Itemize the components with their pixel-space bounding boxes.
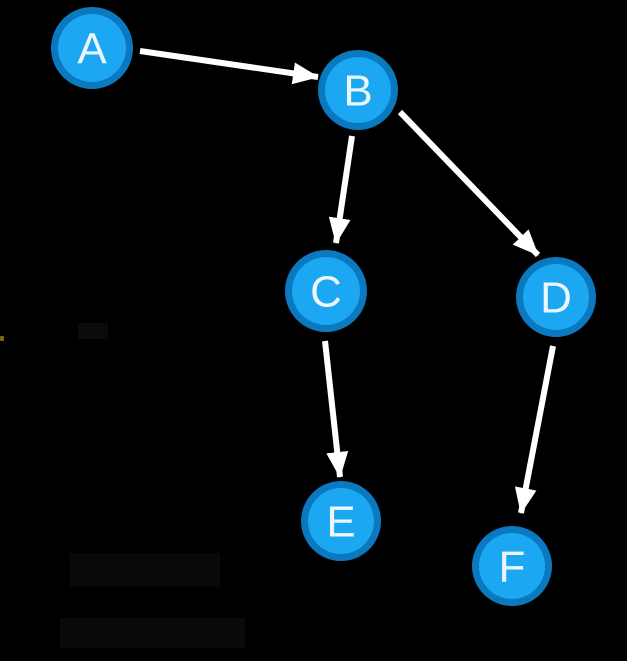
node-body bbox=[523, 264, 589, 330]
graph-edge-B-C bbox=[328, 135, 355, 244]
graph-node-F[interactable]: F bbox=[472, 526, 552, 606]
faint-smudge-3 bbox=[70, 553, 220, 587]
graph-edge-C-E bbox=[322, 340, 349, 478]
graph-node-B[interactable]: B bbox=[318, 50, 398, 130]
graph-edge-B-D bbox=[397, 109, 541, 258]
graph-edge-D-F bbox=[514, 345, 556, 514]
node-body bbox=[325, 57, 391, 123]
node-body bbox=[308, 488, 374, 554]
graph-node-E[interactable]: E bbox=[301, 481, 381, 561]
graph-node-C[interactable]: C bbox=[285, 250, 367, 332]
node-body bbox=[479, 533, 545, 599]
graph-edge-A-B bbox=[139, 48, 319, 85]
graph-node-D[interactable]: D bbox=[516, 257, 596, 337]
faint-smudge-2 bbox=[60, 618, 245, 648]
node-body bbox=[292, 257, 360, 325]
node-body bbox=[58, 14, 126, 82]
yellow-speck bbox=[0, 336, 4, 341]
faint-smudge-1 bbox=[78, 323, 108, 339]
graph-node-A[interactable]: A bbox=[51, 7, 133, 89]
